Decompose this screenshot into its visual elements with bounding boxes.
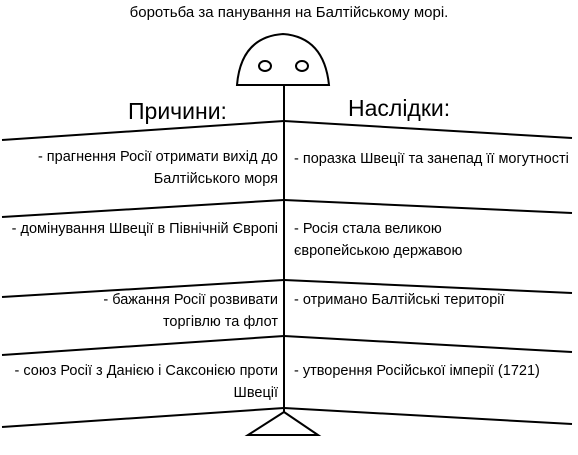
cause-item: - бажання Росії розвивати торгівлю та фл… (103, 292, 278, 330)
effect-item: - отримано Балтійські території (294, 292, 505, 308)
effects-heading: Наслідки: (348, 95, 451, 121)
rib-right (283, 335, 573, 353)
causes-heading: Причини: (128, 98, 227, 124)
rib-right (283, 199, 573, 214)
effect-item: - утворення Російської імперії (1721) (294, 363, 540, 379)
effect-item: - поразка Швеції та занепад її могутност… (294, 151, 569, 167)
rib-right (283, 279, 573, 294)
fish-eye-left (258, 60, 272, 72)
cause-item: - союз Росії з Данією і Саксонією проти … (14, 363, 278, 401)
rib-left (1, 120, 285, 141)
fish-tail (244, 410, 322, 436)
rib-left (1, 279, 285, 298)
fish-head (235, 32, 331, 86)
cause-item: - прагнення Росії отримати вихід до Балт… (37, 149, 278, 187)
fish-eye-right (295, 60, 309, 72)
rib-left (1, 199, 285, 218)
cause-item: - домінування Швеції в Північній Європі (11, 221, 278, 237)
rib-right (283, 407, 573, 425)
diagram-title: боротьба за панування на Балтійському мо… (129, 4, 449, 21)
effect-item: - Росія стала великою європейською держа… (294, 221, 463, 259)
rib-left (1, 407, 285, 428)
rib-right (283, 120, 573, 139)
rib-left (1, 335, 285, 356)
